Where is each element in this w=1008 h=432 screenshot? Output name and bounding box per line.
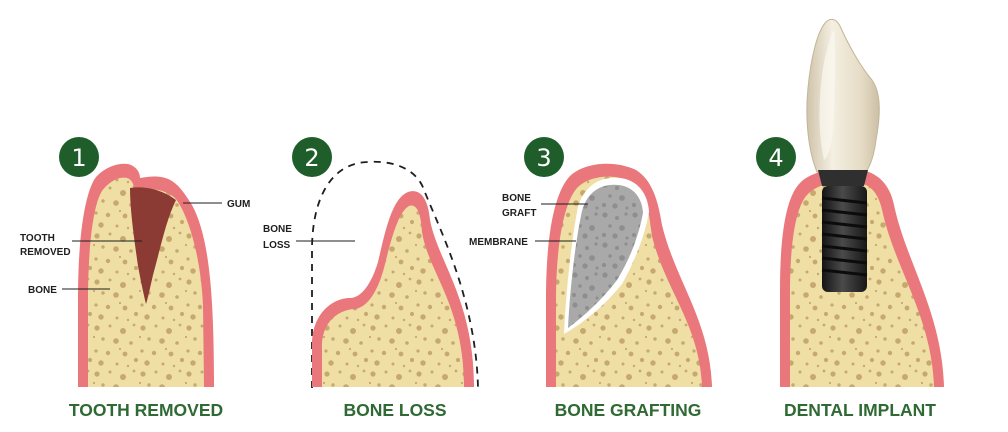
- step-number: 2: [304, 144, 319, 172]
- panel-bone-loss: 2 BONE LOSS BONE LOSS: [263, 137, 479, 420]
- tooth-socket: [130, 187, 176, 304]
- step-number: 1: [71, 144, 86, 172]
- step-badge: [292, 137, 332, 177]
- panel-caption: DENTAL IMPLANT: [784, 400, 936, 420]
- step-badge: [59, 137, 99, 177]
- tooth-removed-label-line2: REMOVED: [20, 247, 71, 258]
- bone-tissue: [322, 205, 464, 387]
- bone-graft-material: [568, 184, 643, 328]
- membrane-label: MEMBRANE: [469, 237, 528, 248]
- implant-threads: [821, 196, 868, 277]
- step-badge: [756, 137, 796, 177]
- step-number: 4: [768, 144, 783, 172]
- original-bone-outline: [311, 160, 479, 389]
- tooth-removed-label-line1: TOOTH: [20, 233, 55, 244]
- bone-graft-label-line1: BONE: [502, 193, 531, 204]
- panel-dental-implant: 4 DENTAL IMPLANT: [756, 18, 944, 420]
- panel-caption: TOOTH REMOVED: [69, 400, 223, 420]
- bone-loss-label-line2: LOSS: [263, 240, 291, 251]
- step-number: 3: [536, 144, 551, 172]
- step-badge: [524, 137, 564, 177]
- panel-bone-grafting: 3 BONE GRAFT MEMBRANE BONE GRAFTING: [469, 137, 712, 420]
- panel-caption: BONE LOSS: [343, 400, 446, 420]
- bone-graft-label-line2: GRAFT: [502, 208, 536, 219]
- dental-crown: [806, 18, 880, 173]
- panel-caption: BONE GRAFTING: [555, 400, 702, 420]
- gum-label: GUM: [227, 199, 250, 210]
- bone-label: BONE: [28, 285, 57, 296]
- crown-highlight: [819, 30, 836, 160]
- implant-abutment: [818, 170, 868, 186]
- panel-tooth-removed: 1 GUM TOOTH REMOVED BONE TOOTH REMOVED: [20, 137, 250, 420]
- bone-loss-label-line1: BONE: [263, 224, 292, 235]
